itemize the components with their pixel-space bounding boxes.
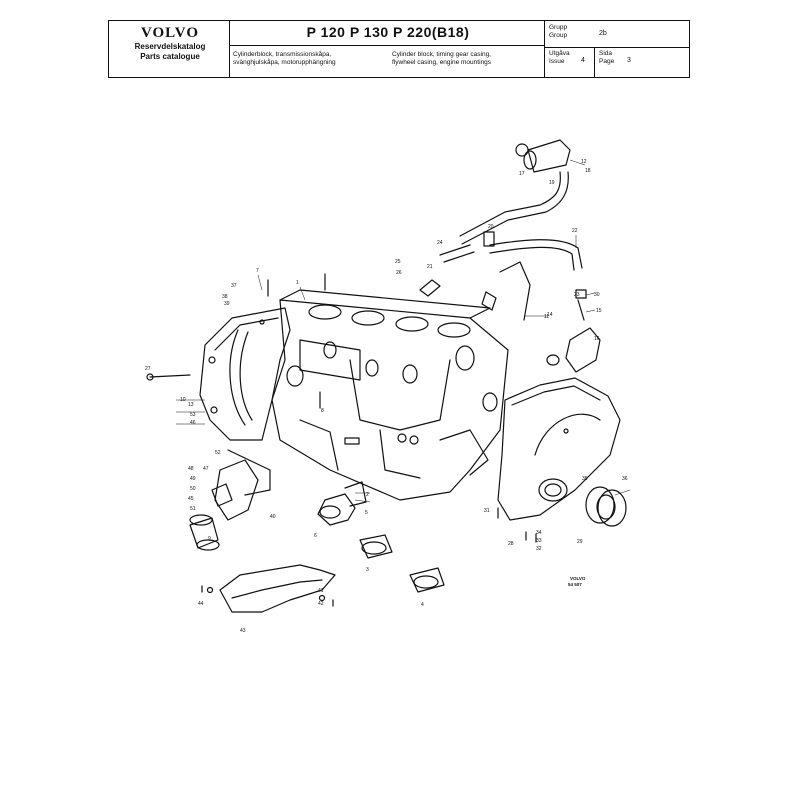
callout-21: 21 [427, 264, 433, 270]
callout-45: 45 [188, 496, 194, 502]
callout-15: 15 [596, 308, 602, 314]
divider [229, 21, 230, 77]
callout-25: 25 [395, 259, 401, 265]
callout-46: 46 [190, 420, 196, 426]
callout-13: 13 [188, 402, 194, 408]
callout-40: 40 [270, 514, 276, 520]
callout-39: 39 [224, 301, 230, 307]
callout-38: 38 [222, 294, 228, 300]
callout-3: 3 [366, 567, 369, 573]
callout-49: 49 [190, 476, 196, 482]
issue-label: Utgåva Issue [549, 50, 570, 66]
callout-5: 5 [365, 510, 368, 516]
callout-23: 23 [574, 292, 580, 298]
group-value: 2b [599, 30, 607, 37]
description-sv: Cylinderblock, transmissionskåpa, svängh… [233, 51, 336, 67]
callout-9: 9 [208, 536, 211, 542]
callout-53: 53 [190, 412, 196, 418]
callout-4: 4 [421, 602, 424, 608]
splash-guard [206, 564, 336, 613]
breather-assembly [419, 139, 583, 321]
callout-19: 19 [549, 180, 555, 186]
callout-31: 31 [484, 508, 490, 514]
callout-33: 33 [536, 538, 542, 544]
callout-16: 16 [594, 336, 600, 342]
description-en: Cylinder block, timing gear casing, flyw… [392, 51, 491, 67]
callout-2: 2 [366, 492, 369, 498]
engine-mounting-left [189, 449, 271, 551]
page-label: Sida Page [599, 50, 614, 66]
callout-14: 14 [547, 312, 553, 318]
description-sv-line: Cylinderblock, transmissionskåpa, [233, 51, 332, 58]
page-label-en: Page [599, 58, 615, 65]
callout-numbers: 1 2 3 4 5 6 7 8 9 10 11 12 13 14 15 16 1… [145, 159, 628, 634]
callout-11: 11 [544, 314, 549, 320]
callout-6: 6 [314, 533, 317, 539]
issue-label-en: Issue [549, 58, 565, 65]
volvo-logo: VOLVO [140, 25, 200, 41]
issue-label-sv: Utgåva [549, 50, 570, 57]
callout-37: 37 [231, 283, 237, 289]
timing-gear-casing [497, 377, 621, 521]
callout-34: 34 [536, 530, 542, 536]
description-en-line: flywheel casing, engine mountings [392, 59, 492, 66]
callout-20: 20 [488, 224, 494, 230]
filter-housing [546, 289, 601, 373]
callout-27: 27 [145, 366, 151, 372]
group-label: Grupp Group [549, 24, 567, 40]
seal-rings [585, 486, 627, 527]
callout-42: 42 [318, 601, 324, 607]
issue-value: 4 [581, 57, 585, 64]
catalog-title-sv: Reservdelskatalog [134, 42, 206, 51]
callout-47: 47 [203, 466, 209, 472]
divider [229, 45, 544, 46]
fasteners [146, 273, 537, 607]
drawing-number-stamp: VOLVO 54 507 [568, 576, 586, 587]
callout-26: 26 [396, 270, 402, 276]
catalog-title-en: Parts catalogue [140, 52, 200, 61]
callout-44: 44 [198, 601, 204, 607]
callout-28: 28 [508, 541, 514, 547]
stamp-number: 54 507 [568, 582, 582, 587]
callout-8: 8 [321, 408, 324, 414]
group-label-sv: Grupp [549, 24, 568, 31]
description-en-line: Cylinder block, timing gear casing, [392, 51, 491, 58]
page-value: 3 [627, 57, 631, 64]
divider [594, 47, 595, 77]
callout-24: 24 [437, 240, 443, 246]
callout-50: 50 [190, 486, 196, 492]
callout-22: 22 [572, 228, 578, 234]
cylinder-block [271, 289, 509, 501]
title-block: VOLVO Reservdelskatalog Parts catalogue … [108, 20, 690, 78]
callout-51: 51 [190, 506, 196, 512]
callout-36: 36 [622, 476, 628, 482]
callout-29: 29 [577, 539, 583, 545]
page-label-sv: Sida [599, 50, 613, 57]
stamp-brand: VOLVO [570, 576, 586, 581]
callout-12: 12 [581, 159, 587, 165]
callout-32: 32 [536, 546, 542, 552]
model-designation: P 120 P 130 P 220(B18) [306, 24, 470, 40]
callout-18: 18 [585, 168, 591, 174]
bearing-caps [317, 481, 445, 593]
callout-30: 30 [594, 292, 600, 298]
callout-52: 52 [215, 450, 221, 456]
callout-17: 17 [519, 171, 525, 177]
group-label-en: Group [549, 32, 568, 39]
callout-10: 10 [180, 397, 186, 403]
description-sv-line: svänghjulskåpa, motorupphängning [233, 59, 336, 66]
brand-block: VOLVO Reservdelskatalog Parts catalogue [115, 25, 225, 62]
divider [544, 21, 545, 77]
callout-1: 1 [296, 280, 299, 286]
callout-7: 7 [256, 268, 259, 274]
divider [544, 47, 689, 48]
callout-35: 35 [582, 476, 588, 482]
leader-lines [176, 159, 631, 503]
callout-41: 41 [318, 588, 324, 594]
callout-48: 48 [188, 466, 194, 472]
callout-43: 43 [240, 628, 246, 634]
